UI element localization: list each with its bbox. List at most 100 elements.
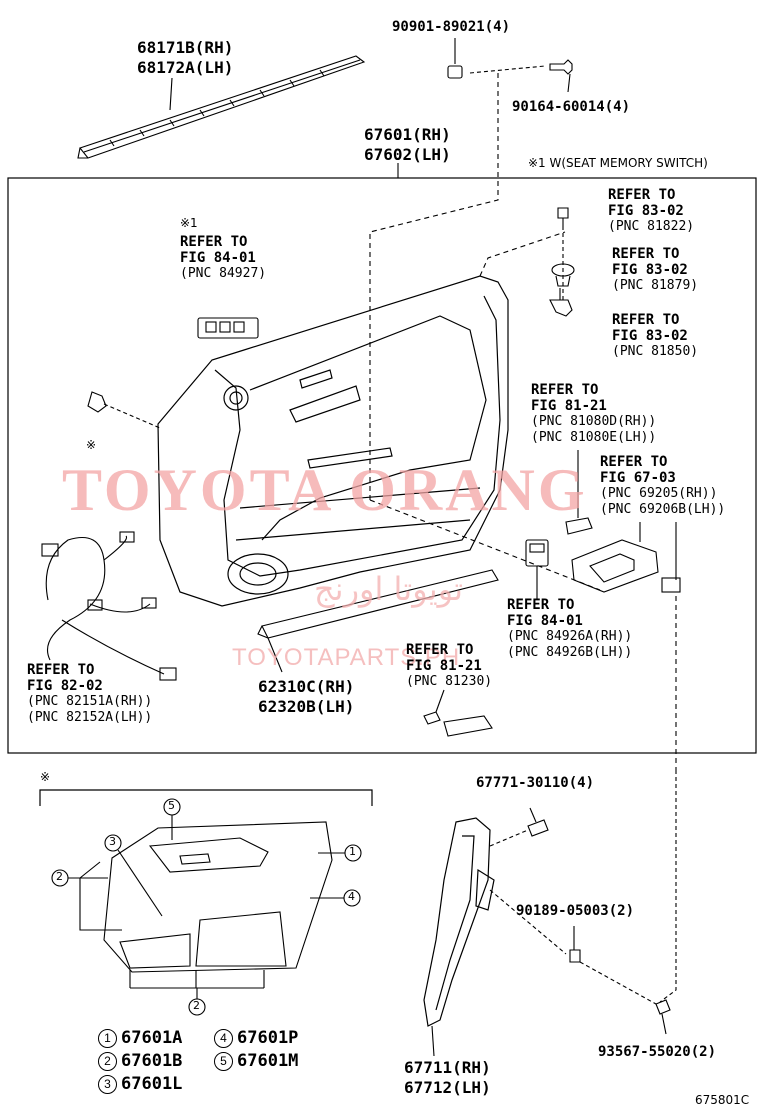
ref-84927-l3: (PNC 84927) bbox=[180, 266, 267, 281]
label-clip-mid: 90189-05003(2) bbox=[516, 903, 635, 919]
ref-81080-l3: (PNC 81080D(RH)) bbox=[531, 414, 657, 429]
lower-moulding bbox=[257, 569, 499, 639]
ref-81080: REFER TO FIG 81-21 (PNC 81080D(RH)) (PNC… bbox=[531, 382, 657, 445]
ref-81822-l1: REFER TO bbox=[608, 187, 676, 203]
main-frame bbox=[7, 177, 757, 754]
legend-num-2: 2 bbox=[98, 1052, 117, 1071]
clip-67771 bbox=[527, 819, 549, 837]
ref-82151-l3: (PNC 82151A(RH)) bbox=[27, 694, 153, 709]
top-screw bbox=[549, 59, 573, 93]
ref-81230-l3: (PNC 81230) bbox=[406, 674, 493, 689]
ref-82151-l2: FIG 82-02 bbox=[27, 677, 103, 694]
ref-81850-l1: REFER TO bbox=[612, 312, 680, 328]
lamp-bulb bbox=[87, 391, 107, 413]
watermark-sub: TOYOTAPARTS.PH bbox=[232, 644, 461, 671]
memory-switch bbox=[197, 317, 259, 339]
ref-81080-l4: (PNC 81080E(LH)) bbox=[531, 429, 657, 445]
legend-num-5: 5 bbox=[214, 1052, 233, 1071]
ref-81850-l2: FIG 83-02 bbox=[612, 327, 688, 344]
ref-69205-l4: (PNC 69206B(LH)) bbox=[600, 501, 726, 517]
ref-84927: REFER TO FIG 84-01 (PNC 84927) bbox=[180, 234, 267, 282]
label-clip-top: 90901-89021(4) bbox=[392, 19, 511, 35]
ref-81879: REFER TO FIG 83-02 (PNC 81879) bbox=[612, 246, 699, 294]
ref-81879-l2: FIG 83-02 bbox=[612, 261, 688, 278]
door-trim-detail bbox=[103, 821, 333, 973]
ref-81850: REFER TO FIG 83-02 (PNC 81850) bbox=[612, 312, 699, 360]
legend-part-1: 67601A bbox=[121, 1028, 183, 1048]
label-moulding-rh: 68171B(RH) bbox=[137, 38, 234, 57]
legend-part-2: 67601B bbox=[121, 1051, 183, 1071]
legend-part-5: 67601M bbox=[237, 1051, 299, 1071]
label-pillar-rh: 67711(RH) bbox=[404, 1058, 491, 1077]
ref-82151-l1: REFER TO bbox=[27, 662, 95, 678]
label-lower-lh: 62320B(LH) bbox=[258, 697, 355, 716]
watermark-arabic: تويوتا اورنج bbox=[314, 570, 464, 608]
ref-69205-l3: (PNC 69205(RH)) bbox=[600, 486, 718, 501]
ref-82151: REFER TO FIG 82-02 (PNC 82151A(RH)) (PNC… bbox=[27, 662, 153, 725]
ref-81879-l1: REFER TO bbox=[612, 246, 680, 262]
ref-81230-l1: REFER TO bbox=[406, 642, 474, 658]
ref-84927-l2: FIG 84-01 bbox=[180, 249, 256, 266]
mark-detail: ※ bbox=[40, 770, 51, 784]
callout-2-left: 2 bbox=[56, 870, 63, 883]
ref-84927-l1: REFER TO bbox=[180, 234, 248, 250]
legend-part-3: 67601L bbox=[121, 1074, 183, 1094]
label-board-rh: 67601(RH) bbox=[364, 125, 451, 144]
label-clip-right: 67771-30110(4) bbox=[476, 775, 595, 791]
legend-num-3: 3 bbox=[98, 1075, 117, 1094]
mark-lamp: ※ bbox=[86, 438, 97, 452]
ref-81080-l1: REFER TO bbox=[531, 382, 599, 398]
ref-69205: REFER TO FIG 67-03 (PNC 69205(RH)) (PNC … bbox=[600, 454, 726, 517]
ref-81230-l2: FIG 81-21 bbox=[406, 657, 482, 674]
ref-84926-l4: (PNC 84926B(LH)) bbox=[507, 644, 633, 660]
ref-81080-l2: FIG 81-21 bbox=[531, 397, 607, 414]
belt-moulding bbox=[77, 55, 366, 159]
ref-82151-l4: (PNC 82152A(LH)) bbox=[27, 709, 153, 725]
ref-69205-l2: FIG 67-03 bbox=[600, 469, 676, 486]
label-board-lh: 67602(LH) bbox=[364, 145, 451, 164]
callout-2-bottom: 2 bbox=[193, 999, 200, 1012]
figure-code: 675801C bbox=[695, 1093, 750, 1107]
top-clip bbox=[447, 38, 463, 79]
mark-1: ※1 bbox=[180, 216, 198, 230]
ref-81230: REFER TO FIG 81-21 (PNC 81230) bbox=[406, 642, 493, 690]
watermark-main: TOYOTA ORANG bbox=[62, 457, 588, 523]
callout-1: 1 bbox=[349, 845, 356, 858]
ref-84926: REFER TO FIG 84-01 (PNC 84926A(RH)) (PNC… bbox=[507, 597, 633, 660]
ref-84926-l1: REFER TO bbox=[507, 597, 575, 613]
ref-69205-l1: REFER TO bbox=[600, 454, 668, 470]
callout-4: 4 bbox=[348, 890, 355, 903]
label-screw-bottom: 93567-55020(2) bbox=[598, 1044, 717, 1060]
clip-90189 bbox=[569, 949, 581, 963]
note-seat-memory: ※1 W(SEAT MEMORY SWITCH) bbox=[528, 156, 708, 170]
label-moulding-lh: 68172A(LH) bbox=[137, 58, 234, 77]
label-screw-top: 90164-60014(4) bbox=[512, 99, 631, 115]
ref-81850-l3: (PNC 81850) bbox=[612, 344, 699, 359]
ref-81822-l2: FIG 83-02 bbox=[608, 202, 684, 219]
wire-harness bbox=[41, 531, 177, 681]
ref-81879-l3: (PNC 81879) bbox=[612, 278, 699, 293]
ref-84926-l2: FIG 84-01 bbox=[507, 612, 583, 629]
power-window-switch bbox=[571, 539, 681, 593]
screw-93567 bbox=[655, 999, 671, 1015]
inside-handle bbox=[565, 517, 593, 535]
ref-84926-l3: (PNC 84926A(RH)) bbox=[507, 629, 633, 644]
label-pillar-lh: 67712(LH) bbox=[404, 1078, 491, 1097]
screw-81822 bbox=[557, 207, 569, 226]
door-trim-board bbox=[157, 275, 509, 607]
ref-81822: REFER TO FIG 83-02 (PNC 81822) bbox=[608, 187, 695, 235]
legend-num-4: 4 bbox=[214, 1029, 233, 1048]
legend-num-1: 1 bbox=[98, 1029, 117, 1048]
ref-81822-l3: (PNC 81822) bbox=[608, 219, 695, 234]
courtesy-lamp bbox=[423, 711, 493, 737]
callout-3: 3 bbox=[109, 835, 116, 848]
label-lower-rh: 62310C(RH) bbox=[258, 677, 355, 696]
mirror-switch bbox=[525, 539, 549, 567]
